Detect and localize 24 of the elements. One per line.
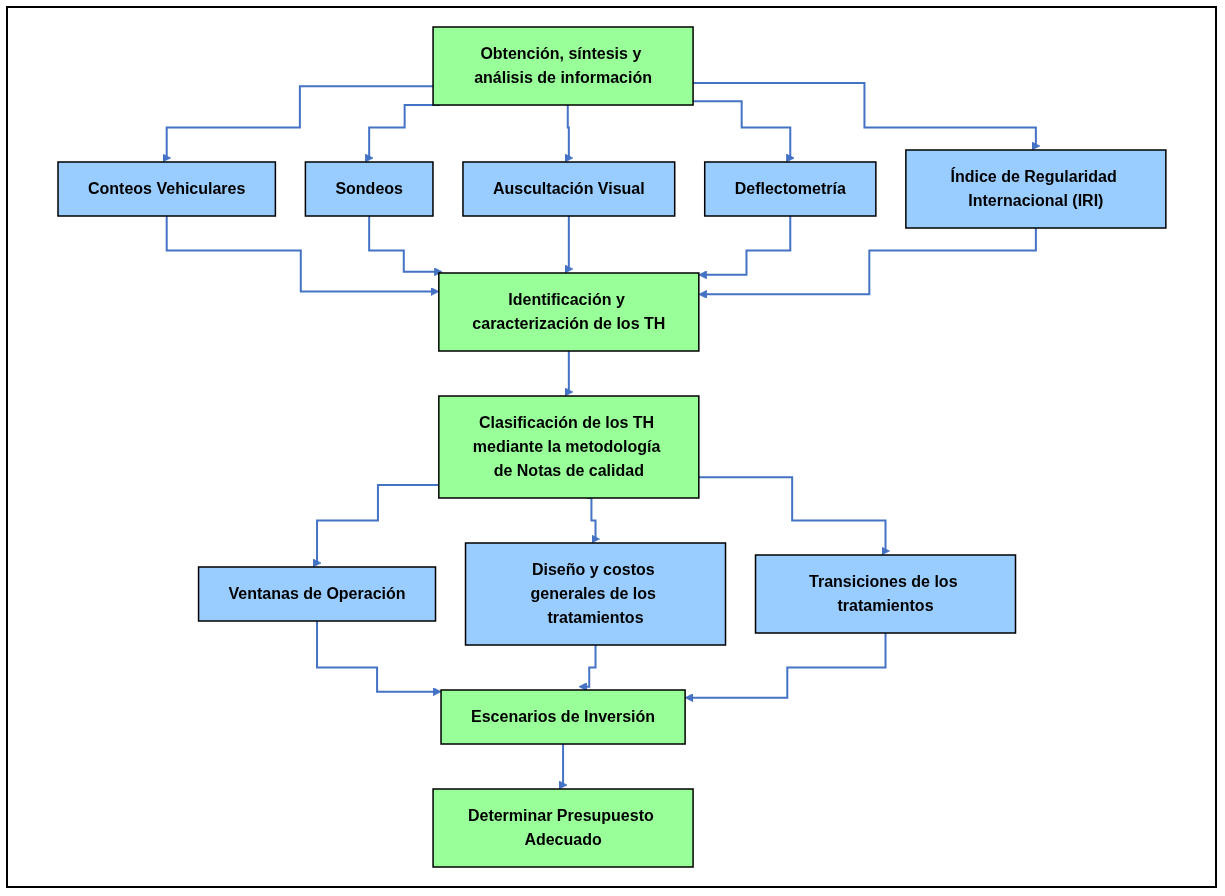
arrow — [165, 215, 439, 296]
node-box — [461, 161, 675, 217]
arrow — [697, 215, 791, 280]
node-box — [304, 161, 434, 217]
node-box — [56, 161, 276, 217]
arrow — [564, 350, 573, 397]
node-box — [431, 788, 694, 868]
arrow — [367, 215, 443, 277]
arrow — [315, 620, 442, 697]
node-box — [754, 554, 1016, 634]
node-box — [703, 161, 877, 217]
node-box — [464, 542, 726, 646]
node-box — [439, 689, 686, 745]
arrow — [564, 104, 573, 163]
arrow — [558, 743, 568, 790]
arrow — [578, 644, 597, 692]
node-box — [437, 272, 700, 352]
node-box — [437, 395, 700, 499]
arrow — [684, 632, 887, 703]
diagram-frame: Obtención, síntesis y análisis de información Conteos Vehiculares Sondeos Auscultación Visual Deflectometría Índice de Regularidad Internacional (IRI) Identificación y caracterización de los TH Clasificación de los TH mediante la metodología de Notas de calidad Ventanas de Operación Diseño y costos generales de los tratamientos Transiciones de los tratamientos Escenarios de Inversión Determinar Presupuesto Adecuado — [6, 6, 1217, 888]
node-box — [197, 566, 436, 622]
node-box — [904, 149, 1167, 229]
node-box — [431, 26, 694, 106]
arrow — [564, 215, 573, 274]
